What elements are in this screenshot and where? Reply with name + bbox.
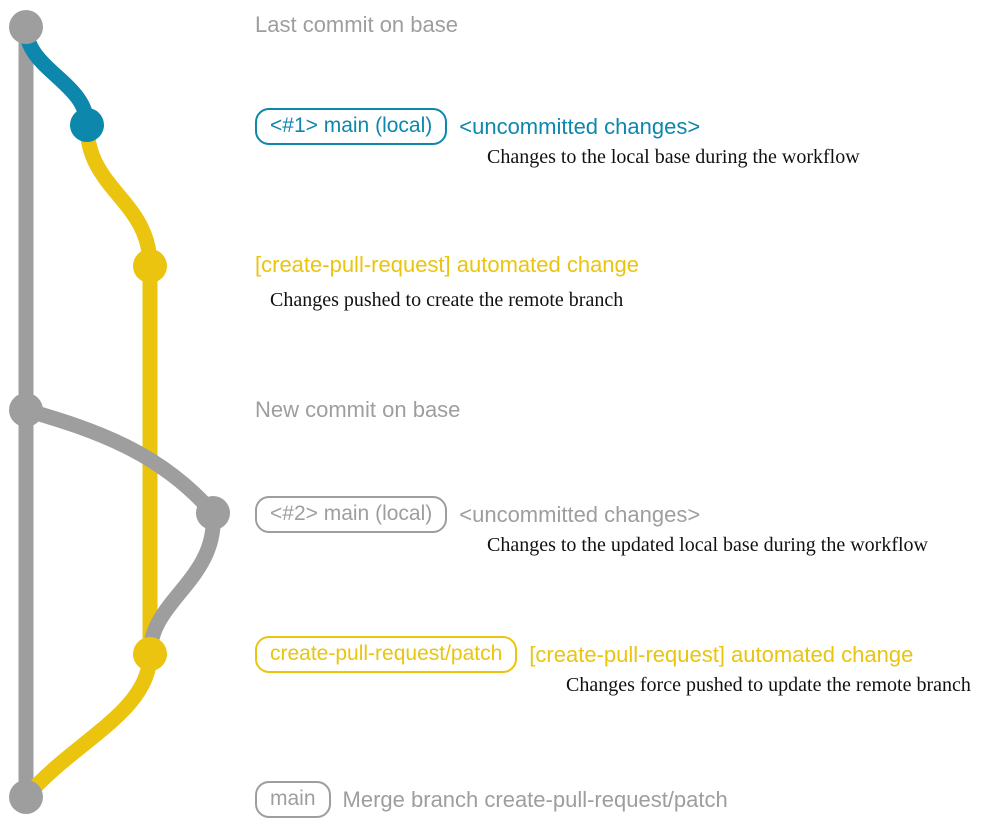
node-remote-2 xyxy=(133,637,167,671)
node-base-head xyxy=(9,10,43,44)
node-remote-1 xyxy=(133,249,167,283)
branch-label-main-local-2[interactable]: <#2> main (local) xyxy=(255,496,448,533)
node-merge xyxy=(9,780,43,814)
branch-label-create-pull-request-patch[interactable]: create-pull-request/patch xyxy=(255,636,518,673)
entry-merge-commit: main Merge branch create-pull-request/pa… xyxy=(255,781,728,818)
commit-description: Changes to the updated local base during… xyxy=(487,534,928,556)
node-local-1 xyxy=(70,108,104,142)
branch-label-main[interactable]: main xyxy=(255,781,331,818)
node-base-new xyxy=(9,393,43,427)
commit-subject: [create-pull-request] automated change xyxy=(255,252,640,277)
entry-local-change-2: <#2> main (local) <uncommitted changes> xyxy=(255,496,700,533)
node-local-2 xyxy=(196,496,230,530)
edge-base-new-to-local-2 xyxy=(18,402,221,521)
entry-local-change-1: <#1> main (local) <uncommitted changes> xyxy=(255,108,700,145)
commit-subject: Last commit on base xyxy=(255,12,458,37)
commit-subject: Merge branch create-pull-request/patch xyxy=(342,786,728,812)
commit-description: Changes to the local base during the wor… xyxy=(487,146,860,168)
edge-remote-2-to-merge xyxy=(18,646,158,805)
edge-base-to-local-1 xyxy=(18,19,95,133)
commit-subject: New commit on base xyxy=(255,397,461,422)
commit-description: Changes pushed to create the remote bran… xyxy=(270,289,624,311)
entry-automated-change-1: [create-pull-request] automated change xyxy=(255,252,639,278)
branch-label-main-local-1[interactable]: <#1> main (local) xyxy=(255,108,448,145)
entry-automated-change-2: create-pull-request/patch [create-pull-r… xyxy=(255,636,913,673)
edge-local-2-to-remote-2 xyxy=(142,505,221,662)
commit-subject: [create-pull-request] automated change xyxy=(529,641,914,667)
entry-new-commit-on-base: New commit on base xyxy=(255,397,460,423)
edge-local-1-to-remote-1 xyxy=(79,117,158,274)
entry-last-commit-on-base: Last commit on base xyxy=(255,12,458,38)
commit-subject: <uncommitted changes> xyxy=(459,501,701,527)
commit-description: Changes force pushed to update the remot… xyxy=(566,674,971,696)
commit-subject: <uncommitted changes> xyxy=(459,113,701,139)
